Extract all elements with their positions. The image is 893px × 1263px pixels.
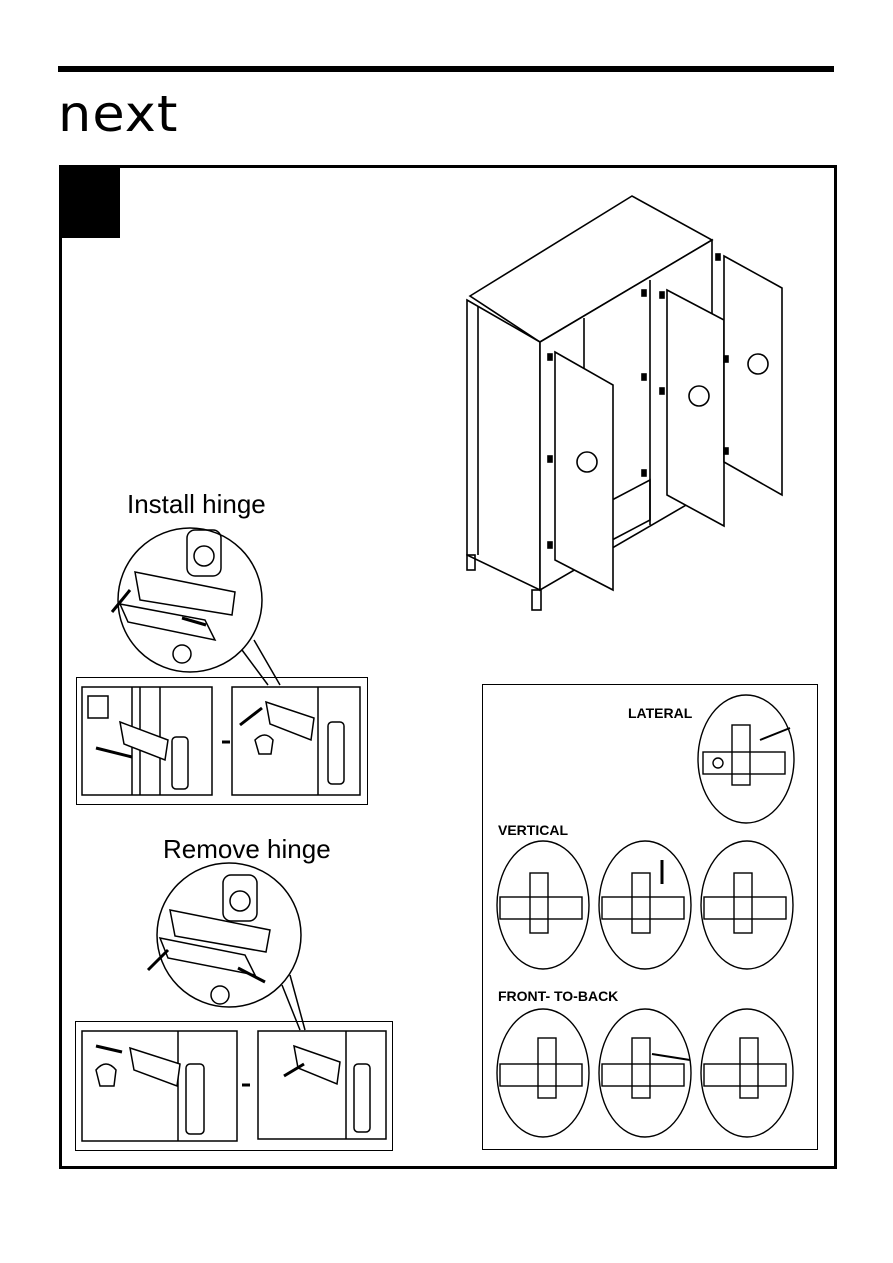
install-steps-panel	[76, 677, 368, 805]
lateral-label: LATERAL	[628, 705, 693, 721]
instruction-frame	[59, 165, 837, 1169]
remove-steps-panel	[75, 1021, 393, 1151]
brand-logo: next	[58, 85, 179, 143]
remove-hinge-heading: Remove hinge	[163, 834, 331, 864]
adjustment-panel	[482, 684, 818, 1150]
install-hinge-heading: Install hinge	[127, 489, 266, 519]
header-rule	[58, 66, 834, 72]
step-number-box	[62, 168, 120, 238]
front-to-back-label: FRONT- TO-BACK	[498, 988, 619, 1004]
vertical-label: VERTICAL	[498, 822, 568, 838]
